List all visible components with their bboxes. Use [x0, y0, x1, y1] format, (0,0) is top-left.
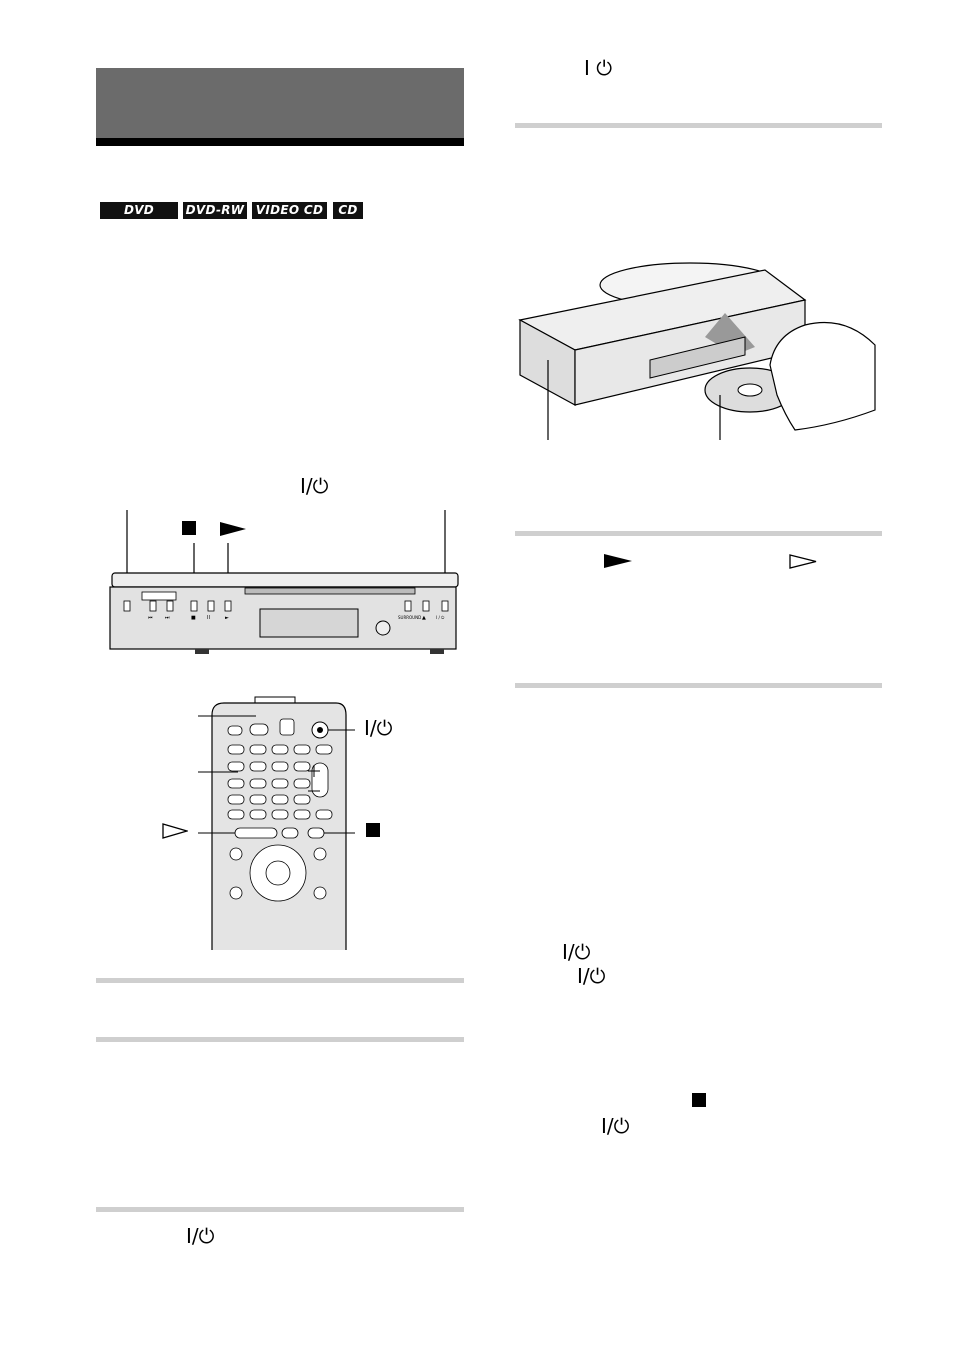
panel-label-power: I / ⏻: [436, 615, 445, 620]
power-symbol-note-3: I/⏻: [601, 1116, 629, 1136]
power-symbol-note-2-text: I/⏻: [577, 964, 606, 988]
panel-label-play: ►: [225, 615, 229, 621]
remote-play-label: [162, 823, 188, 839]
divider-right-3: [515, 683, 882, 688]
power-symbol-top: I ⏻: [584, 58, 612, 78]
power-symbol-step-text: I/⏻: [186, 1224, 215, 1248]
badge-dvd-video: DVD VIDEO: [100, 202, 178, 234]
power-symbol-note-1: I/⏻: [562, 942, 590, 962]
play-outline-symbol-step: [789, 554, 817, 569]
divider-right-2: [515, 531, 882, 536]
divider-left-2: [96, 1037, 464, 1042]
badge-cd: CD: [333, 202, 363, 219]
panel-label-prev: ⏮: [148, 615, 153, 621]
panel-label-eject: ▲: [422, 615, 426, 621]
stop-symbol-player: [182, 521, 196, 535]
power-symbol-top-text: I ⏻: [584, 56, 613, 80]
remote-illustration: [198, 696, 355, 950]
divider-left-3: [96, 1207, 464, 1212]
section-header-band: [96, 68, 464, 138]
power-symbol-step: I/⏻: [186, 1226, 214, 1246]
disc-insertion-illustration: [518, 262, 876, 440]
panel-label-surround: SURROUND: [398, 615, 421, 620]
divider-right-1: [515, 123, 882, 128]
remote-stop-label: [366, 823, 380, 837]
divider-left-1: [96, 978, 464, 983]
panel-label-stop: ■: [191, 615, 196, 621]
power-symbol-player: I/⏻: [300, 476, 328, 496]
power-symbol-note-1-text: I/⏻: [562, 940, 591, 964]
power-symbol-note-2: I/⏻: [577, 966, 605, 986]
remote-power-label-text: I/⏻: [364, 716, 393, 740]
section-header-rule: [96, 138, 464, 146]
play-symbol-step: [604, 554, 632, 568]
panel-label-next: ⏭: [165, 615, 170, 621]
play-symbol-player: [220, 522, 246, 536]
badge-dvd-rw: DVD-RW: [183, 202, 247, 219]
panel-label-pause: II: [207, 615, 210, 621]
power-symbol-note-3-text: I/⏻: [601, 1114, 630, 1138]
power-symbol-player-text: I/⏻: [300, 474, 329, 498]
player-illustration: ⏮ ⏭ ■ II ► SURROUND ▲ I / ⏻: [109, 510, 459, 654]
remote-power-label: I/⏻: [364, 718, 392, 738]
badge-video-cd: VIDEO CD: [252, 202, 327, 219]
stop-symbol-note: [692, 1093, 706, 1107]
